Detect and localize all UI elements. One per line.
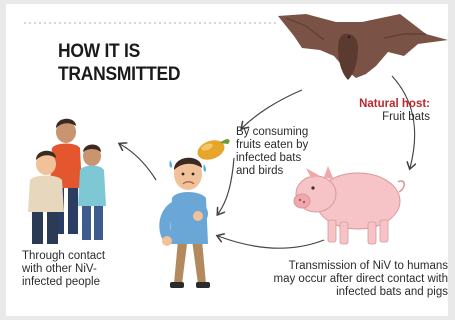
arrow-fruit-to-man xyxy=(218,157,235,214)
pig-icon xyxy=(293,166,405,245)
bat-icon xyxy=(278,14,448,80)
natural-host-label: Natural host: xyxy=(359,98,430,110)
arrow-pig-to-man xyxy=(218,236,325,249)
diagram-title: HOW IT IS TRANSMITTED xyxy=(58,41,181,85)
pig-transmission-text: Transmission of NiV to humans may occur … xyxy=(273,260,448,298)
natural-host-value: Fruit bats xyxy=(382,111,430,123)
arrow-bat-to-fruit xyxy=(242,89,303,128)
panel: HOW IT IS TRANSMITTED Natural host: Frui… xyxy=(6,4,448,316)
natural-host: Natural host: Fruit bats xyxy=(320,98,430,124)
mango-icon xyxy=(197,139,230,160)
arrow-bat-to-pig xyxy=(391,75,415,168)
contact-transmission-text: Through contact with other NiV- infected… xyxy=(22,250,106,288)
arrow-man-to-people xyxy=(120,144,157,181)
people-group-icon xyxy=(28,118,106,244)
arrows xyxy=(120,75,415,249)
sick-man-icon xyxy=(159,157,210,288)
fruit-transmission-text: By consuming fruits eaten by infected ba… xyxy=(236,126,309,177)
diagram-art xyxy=(24,14,448,288)
